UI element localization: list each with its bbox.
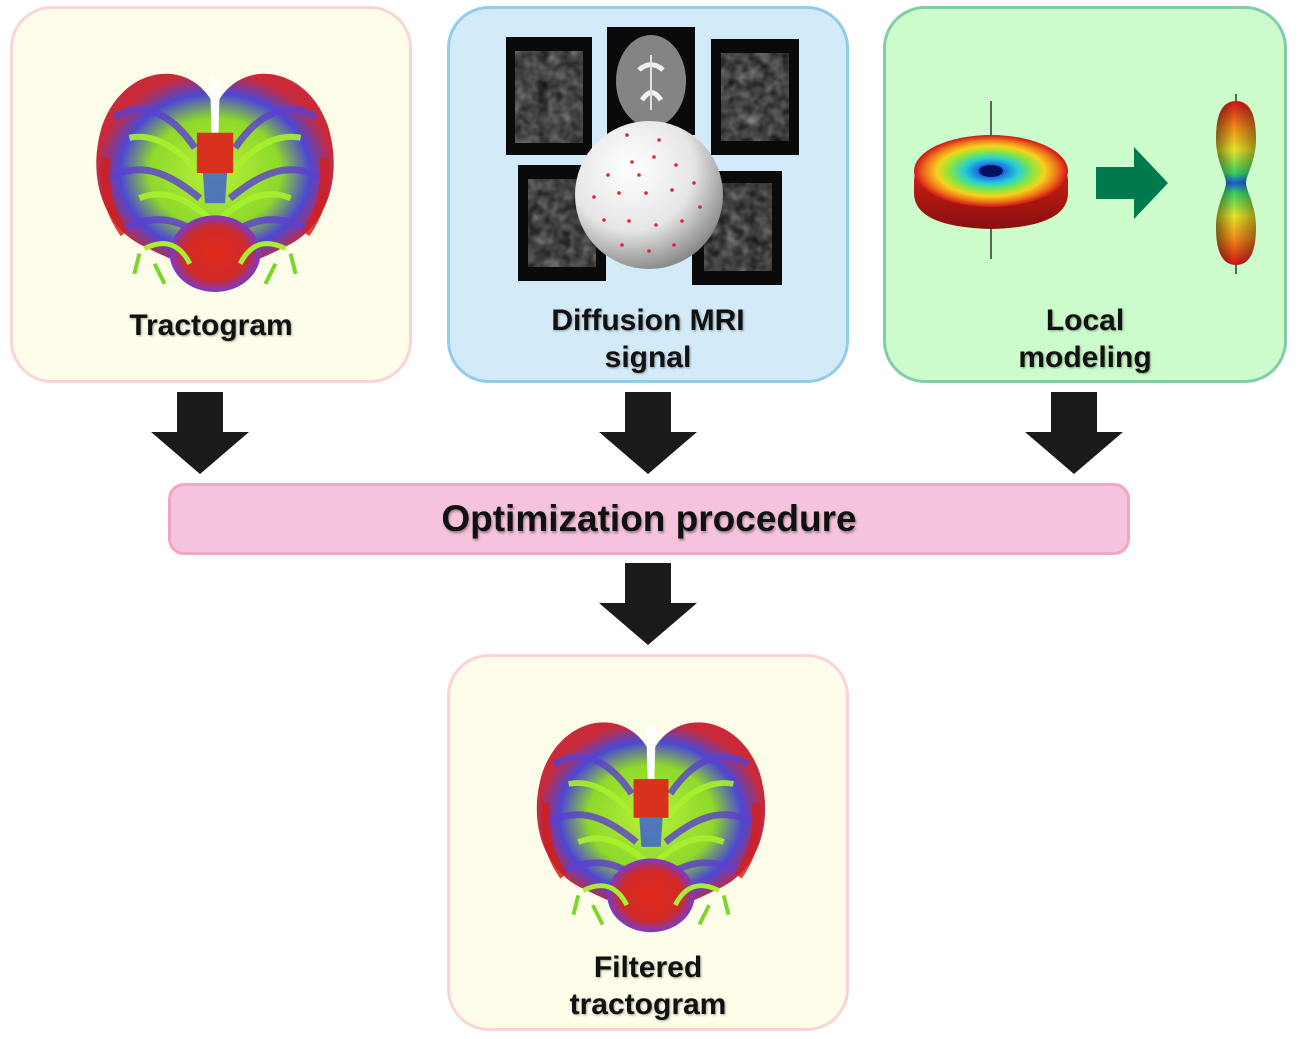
local-modeling-box: Local modeling [883, 6, 1287, 383]
odf-peanut-icon [1216, 94, 1256, 274]
down-arrow-icon [1025, 392, 1123, 474]
mri-slice-icon [607, 27, 695, 135]
tractogram-label: Tractogram [129, 309, 293, 342]
filtered-label-line1: Filtered [593, 951, 703, 984]
filtered-label: Filtered tractogram [450, 949, 846, 1023]
filtered-label-line2: tractogram [569, 988, 727, 1021]
down-arrow-icon [151, 392, 249, 474]
sphere-icon [575, 121, 723, 269]
local-label-line2: modeling [1018, 341, 1152, 374]
diffusion-label-line1: Diffusion MRI [551, 304, 745, 337]
down-arrow-icon [599, 392, 697, 474]
diffusion-label: Diffusion MRI signal [450, 302, 846, 376]
mri-slices-figure [506, 27, 799, 285]
brain-tractogram-icon [520, 687, 782, 939]
diffusion-mri-box: Diffusion MRI signal [447, 6, 849, 383]
local-label: Local modeling [886, 302, 1284, 376]
mri-slice-icon [711, 39, 799, 155]
down-arrow-icon [599, 563, 697, 645]
optimization-box: Optimization procedure [168, 483, 1130, 555]
local-modeling-figure [914, 94, 1256, 274]
local-label-line1: Local [1045, 304, 1125, 337]
brain-tractogram-icon [81, 37, 349, 299]
right-arrow-icon [1096, 147, 1168, 219]
diffusion-label-line2: signal [604, 341, 692, 374]
optimization-title: Optimization procedure [441, 498, 857, 539]
mri-slice-icon [506, 37, 592, 155]
odf-disc-icon [914, 101, 1068, 259]
tractogram-box: Tractogram [10, 6, 412, 383]
filtered-tractogram-box: Filtered tractogram [447, 654, 849, 1031]
